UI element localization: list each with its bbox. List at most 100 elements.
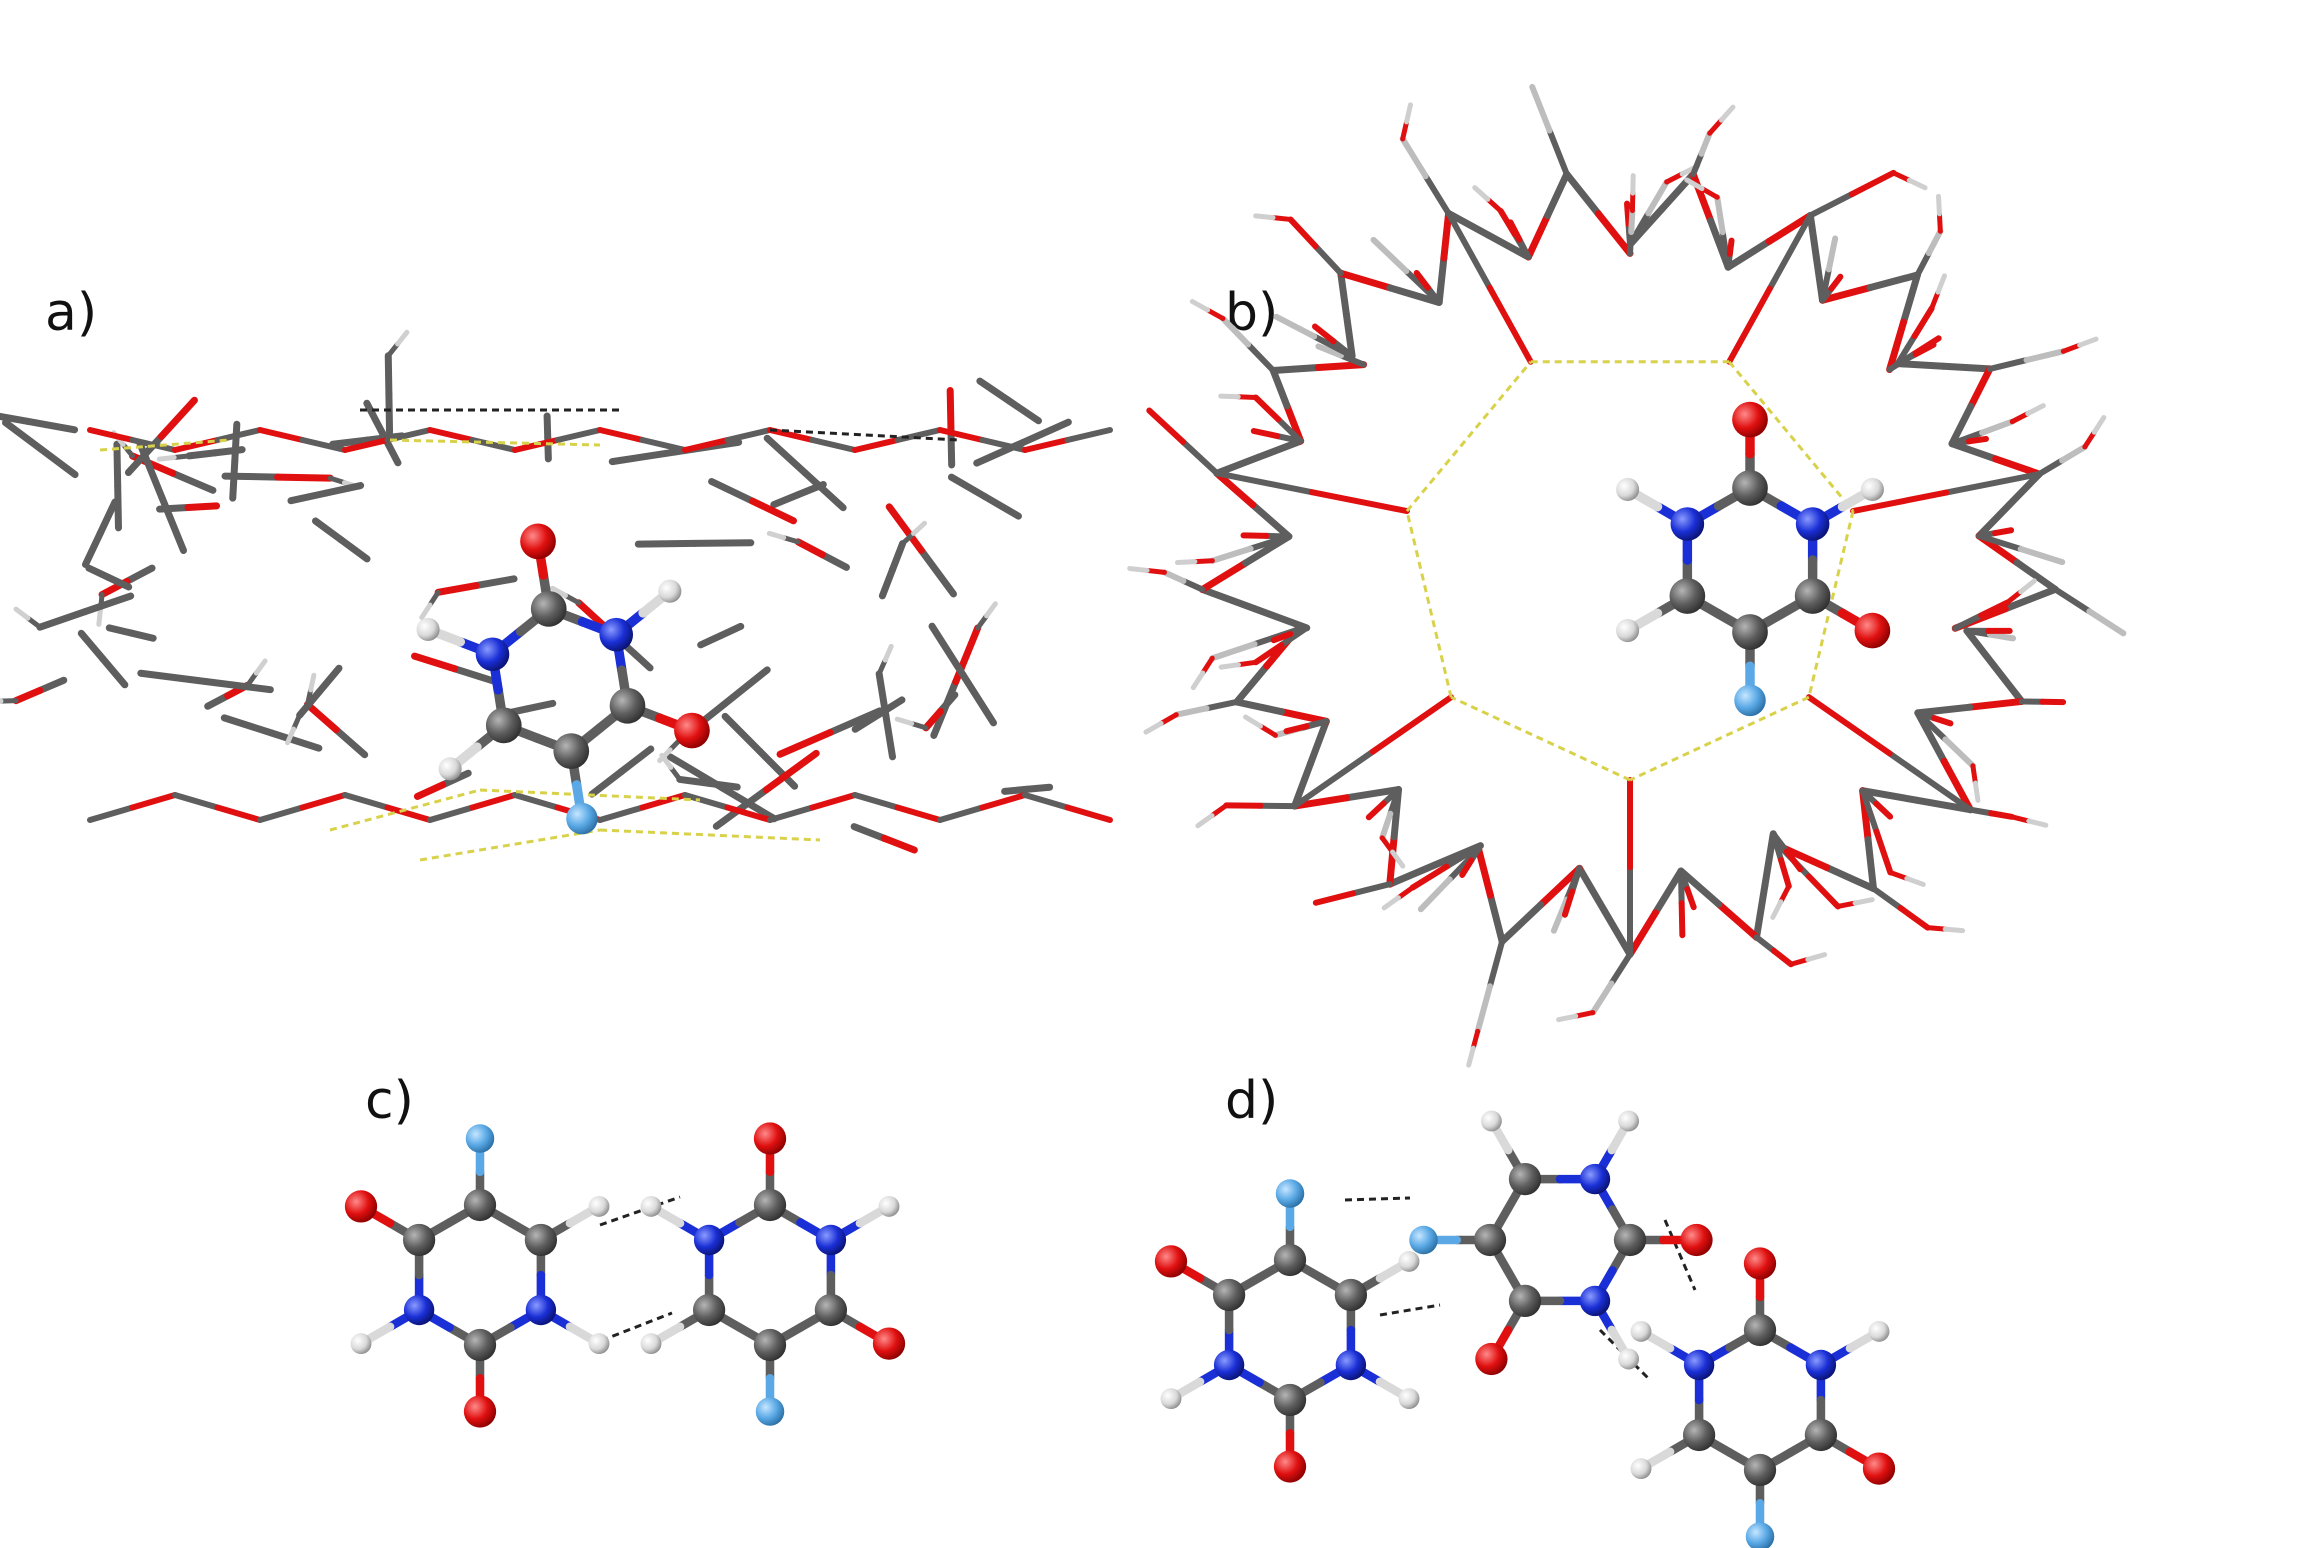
bond bbox=[1219, 315, 1252, 348]
bond bbox=[1627, 228, 1635, 257]
bond bbox=[303, 701, 340, 734]
bond bbox=[1979, 418, 2016, 436]
bond bbox=[77, 629, 107, 663]
bond bbox=[1064, 427, 1113, 443]
carbon-atom bbox=[814, 1293, 848, 1327]
bond bbox=[1967, 365, 1994, 410]
bond bbox=[1253, 213, 1276, 221]
bond bbox=[1942, 926, 1966, 934]
fluorouracil-c-right bbox=[640, 1122, 906, 1426]
hydrogen-atom bbox=[1398, 1388, 1420, 1410]
bond bbox=[1936, 211, 1943, 234]
bond bbox=[214, 804, 263, 823]
bond bbox=[1698, 130, 1713, 157]
bond bbox=[229, 457, 239, 502]
bond bbox=[1190, 670, 1206, 691]
bond bbox=[947, 473, 989, 501]
bond bbox=[1435, 254, 1448, 306]
bond bbox=[1144, 567, 1167, 575]
bond bbox=[1312, 243, 1344, 277]
bond bbox=[1601, 907, 1634, 958]
hydrogen-bond bbox=[329, 788, 481, 832]
hydrogen-bond bbox=[479, 788, 701, 802]
bond bbox=[1986, 357, 2030, 372]
carbon-atom bbox=[1743, 1453, 1777, 1487]
hydrogen-bond bbox=[1344, 1196, 1411, 1202]
bond bbox=[1470, 1028, 1481, 1051]
bond bbox=[936, 691, 959, 715]
carbon-atom bbox=[1613, 1223, 1647, 1257]
bond bbox=[1931, 715, 1954, 727]
hydrogen-atom bbox=[350, 1333, 372, 1355]
nitrogen-atom bbox=[1579, 1285, 1611, 1317]
bond bbox=[2023, 348, 2067, 364]
bond bbox=[385, 390, 394, 436]
bond bbox=[384, 427, 433, 443]
bond bbox=[1897, 905, 1931, 931]
bond bbox=[1866, 271, 1921, 292]
nitrogen-atom bbox=[1670, 507, 1705, 541]
bond bbox=[36, 608, 89, 631]
bond bbox=[809, 437, 858, 453]
bond bbox=[113, 440, 122, 490]
bond bbox=[937, 427, 986, 443]
bond bbox=[1252, 642, 1285, 666]
bond bbox=[2004, 589, 2024, 606]
bond bbox=[129, 792, 178, 811]
bond bbox=[1209, 641, 1258, 662]
bond bbox=[2001, 585, 2059, 613]
bond bbox=[1986, 631, 2017, 642]
bond bbox=[434, 582, 480, 596]
hydrogen-atom bbox=[1160, 1388, 1182, 1410]
bond bbox=[1645, 179, 1670, 217]
bond bbox=[1914, 703, 1974, 717]
carbon-atom bbox=[402, 1223, 436, 1257]
hydrogen-atom bbox=[588, 1333, 610, 1355]
oxygen-atom bbox=[674, 712, 710, 749]
bond bbox=[1859, 787, 1880, 807]
bond bbox=[2017, 546, 2066, 566]
bond bbox=[472, 575, 518, 590]
carbon-atom bbox=[463, 1328, 497, 1362]
bond bbox=[157, 396, 198, 440]
bond bbox=[1550, 896, 1570, 934]
carbon-atom bbox=[1682, 1418, 1716, 1452]
bond bbox=[1386, 861, 1439, 888]
bond bbox=[1963, 627, 1998, 670]
hydrogen-bond bbox=[1405, 510, 1453, 698]
bond bbox=[1303, 718, 1330, 730]
bond bbox=[880, 834, 918, 854]
bond bbox=[763, 434, 809, 477]
hydrogen-bond bbox=[1405, 360, 1532, 513]
bond bbox=[172, 792, 221, 811]
carbon-atom bbox=[1794, 578, 1831, 614]
bond bbox=[1873, 828, 1894, 876]
bond bbox=[1001, 785, 1031, 795]
bond bbox=[1400, 119, 1410, 142]
nitrogen-atom bbox=[1579, 1163, 1611, 1195]
bond bbox=[1573, 1010, 1596, 1019]
bond bbox=[1390, 849, 1406, 869]
bond bbox=[1291, 794, 1351, 810]
carbon-atom bbox=[1743, 1313, 1777, 1347]
hydrogen-bond bbox=[1629, 695, 1810, 782]
bond bbox=[13, 606, 31, 621]
bond bbox=[809, 792, 858, 811]
bond bbox=[1440, 209, 1453, 262]
bond bbox=[1192, 558, 1215, 565]
bond bbox=[184, 502, 221, 512]
bond bbox=[427, 804, 476, 823]
bond bbox=[1850, 489, 1950, 515]
bond bbox=[1870, 885, 1904, 912]
bond bbox=[1765, 211, 1814, 245]
bond bbox=[1257, 723, 1278, 738]
bond bbox=[1864, 836, 1877, 893]
bond bbox=[287, 489, 330, 505]
bond bbox=[1498, 901, 1545, 945]
bond bbox=[794, 538, 826, 559]
bond bbox=[1778, 883, 1792, 905]
bond bbox=[1524, 212, 1552, 261]
bond bbox=[1269, 364, 1322, 374]
bond bbox=[1485, 231, 1532, 261]
bond bbox=[1409, 863, 1450, 891]
